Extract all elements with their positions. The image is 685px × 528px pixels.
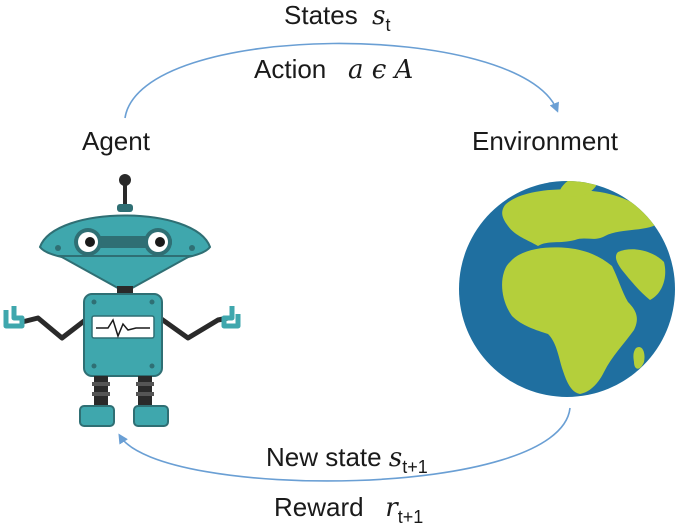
environment-label: Environment	[472, 126, 618, 156]
states-symbol: s	[372, 1, 386, 31]
reward-label: Reward rt+1	[274, 492, 423, 526]
reward-symbol: r	[385, 493, 398, 523]
states-word: States	[284, 0, 358, 30]
new-state-symbol: s	[388, 443, 403, 473]
reward-word: Reward	[274, 492, 364, 522]
action-label: Action a ϵ A	[254, 56, 413, 83]
new-state-word: New state	[266, 442, 382, 472]
action-symbol: a ϵ A	[347, 55, 414, 85]
new-state-label: New state st+1	[266, 442, 428, 476]
reward-subscript: t+1	[397, 507, 424, 527]
feedback-arrow	[118, 407, 571, 482]
states-label: States st	[284, 0, 391, 34]
states-subscript: t	[385, 15, 391, 35]
action-arrow	[124, 42, 559, 119]
new-state-subscript: t+1	[402, 457, 428, 477]
agent-label: Agent	[82, 126, 150, 156]
action-word: Action	[254, 54, 327, 84]
